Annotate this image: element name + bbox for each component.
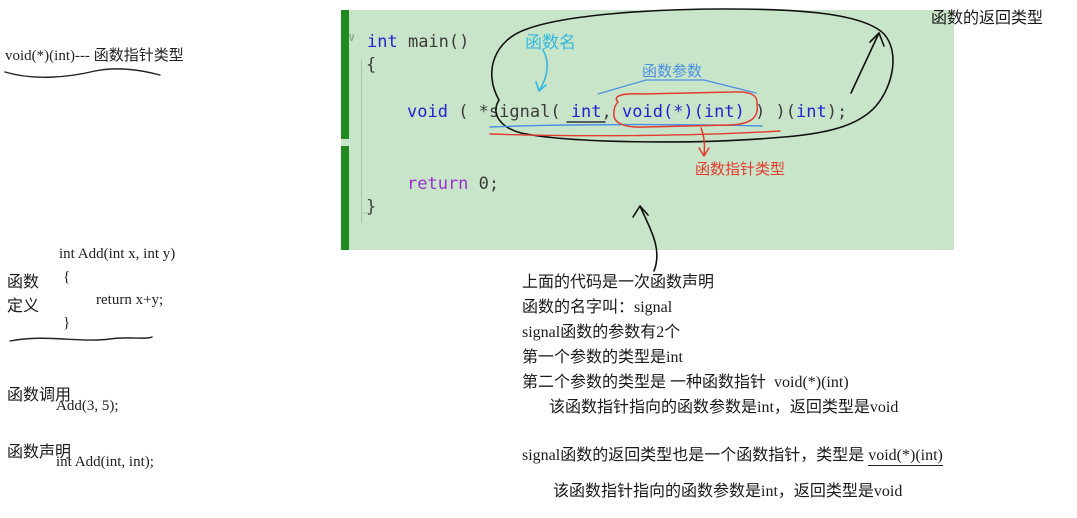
- function-name-signal: signal: [488, 102, 551, 122]
- return-type-label: 函数的返回类型: [931, 10, 1044, 27]
- pointer-type-note: void(*)(int)--- 函数指针类型: [5, 48, 184, 64]
- call-code: Add(3, 5);: [56, 398, 119, 414]
- indent-guide: [361, 60, 362, 223]
- call-label: 函数调用: [7, 387, 72, 404]
- param1-int: int: [570, 102, 602, 122]
- explanation-line-2: 函数的名字叫：signal: [522, 299, 673, 316]
- definition-code-line4: }: [63, 315, 71, 331]
- definition-underline: [9, 336, 153, 342]
- function-params-label: 函数参数: [642, 64, 703, 80]
- definition-code-line3: return x+y;: [96, 292, 164, 308]
- explanation-line-3: signal函数的参数有2个: [522, 324, 681, 341]
- gutter-bar-bottom: [341, 146, 349, 250]
- function-name-label: 函数名: [525, 33, 576, 52]
- code-line-close-brace: }: [366, 197, 377, 217]
- explanation-line-7-prefix: signal函数的返回类型也是一个函数指针，类型是: [522, 447, 869, 464]
- code-line-main: int main(): [367, 32, 469, 52]
- decl-sep2: (: [550, 102, 571, 122]
- explanation-line-7-underlined: void(*)(int): [868, 447, 943, 466]
- code-line-open-brace: {: [366, 55, 377, 75]
- definition-label-bottom: 定义: [7, 298, 40, 315]
- decl-sep4: ) )(: [744, 102, 797, 122]
- explanation-line-8: 该函数指针指向的函数参数是int，返回类型是void: [553, 483, 903, 500]
- return-value: 0;: [468, 174, 500, 194]
- gutter-bar-top: [341, 10, 349, 139]
- code-line-declaration: void ( *signal( int, void(*)(int) ) )(in…: [407, 102, 847, 122]
- definition-label-top: 函数: [7, 274, 40, 291]
- decl-sep3: ,: [601, 102, 623, 122]
- code-line-return: return 0;: [407, 174, 499, 194]
- pointer-note-underline: [4, 68, 161, 78]
- explanation-block: 上面的代码是一次函数声明 函数的名字叫：signal signal函数的参数有2…: [522, 270, 1077, 504]
- return-param-int: int: [796, 102, 827, 122]
- main-signature: main(): [397, 32, 470, 52]
- declaration-code: int Add(int, int);: [56, 454, 154, 470]
- explanation-line-5: 第二个参数的类型是 一种函数指针 void(*)(int): [522, 374, 849, 391]
- explanation-line-1: 上面的代码是一次函数声明: [522, 274, 715, 291]
- keyword-return: return: [407, 174, 469, 194]
- declaration-label: 函数声明: [7, 444, 72, 461]
- code-editor-screenshot: ∨ int main() { void ( *signal( int, void…: [341, 10, 954, 250]
- param2-function-pointer: void(*)(int): [622, 102, 745, 122]
- explanation-line-6: 该函数指针指向的函数参数是int，返回类型是void: [549, 399, 899, 416]
- explanation-line-4: 第一个参数的类型是int: [522, 349, 683, 366]
- function-pointer-type-label: 函数指针类型: [695, 162, 786, 178]
- fold-chevron-icon[interactable]: ∨: [348, 30, 356, 44]
- decl-sep1: ( *: [447, 102, 489, 122]
- keyword-int: int: [367, 32, 398, 52]
- definition-code-line2: {: [63, 269, 71, 285]
- keyword-void: void: [407, 102, 448, 122]
- decl-sep5: );: [826, 102, 848, 122]
- definition-code-line1: int Add(int x, int y): [59, 246, 176, 262]
- explanation-line-7: signal函数的返回类型也是一个函数指针，类型是 void(*)(int): [522, 443, 1077, 468]
